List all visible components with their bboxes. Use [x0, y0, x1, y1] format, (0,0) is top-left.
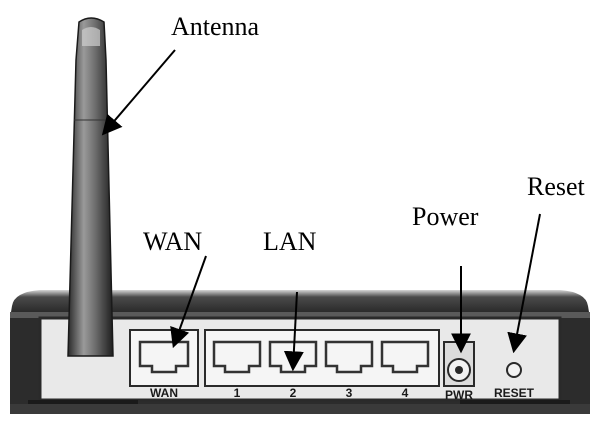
lan-arrow [283, 291, 304, 372]
wan-port-label: WAN [150, 386, 178, 400]
lan-ports-icon [204, 329, 440, 387]
power-port-label: PWR [445, 388, 473, 402]
lan-callout: LAN [263, 227, 317, 256]
antenna-arrow [101, 49, 176, 136]
power-callout: Power [412, 202, 479, 231]
reset-arrow [507, 213, 541, 354]
reset-callout: Reset [527, 172, 586, 201]
lan-port-2-label: 2 [290, 386, 297, 400]
lan-port-3-label: 3 [346, 386, 353, 400]
wan-arrow [170, 255, 207, 349]
wan-callout: WAN [143, 227, 202, 256]
power-jack-icon [443, 341, 475, 387]
antenna-callout: Antenna [171, 12, 260, 41]
reset-button-icon [506, 362, 522, 378]
lan-port-1-label: 1 [234, 386, 241, 400]
lan-port-4-label: 4 [402, 386, 409, 400]
wan-port-icon [129, 329, 199, 387]
antenna-icon [67, 17, 114, 357]
reset-button-label: RESET [494, 386, 535, 400]
